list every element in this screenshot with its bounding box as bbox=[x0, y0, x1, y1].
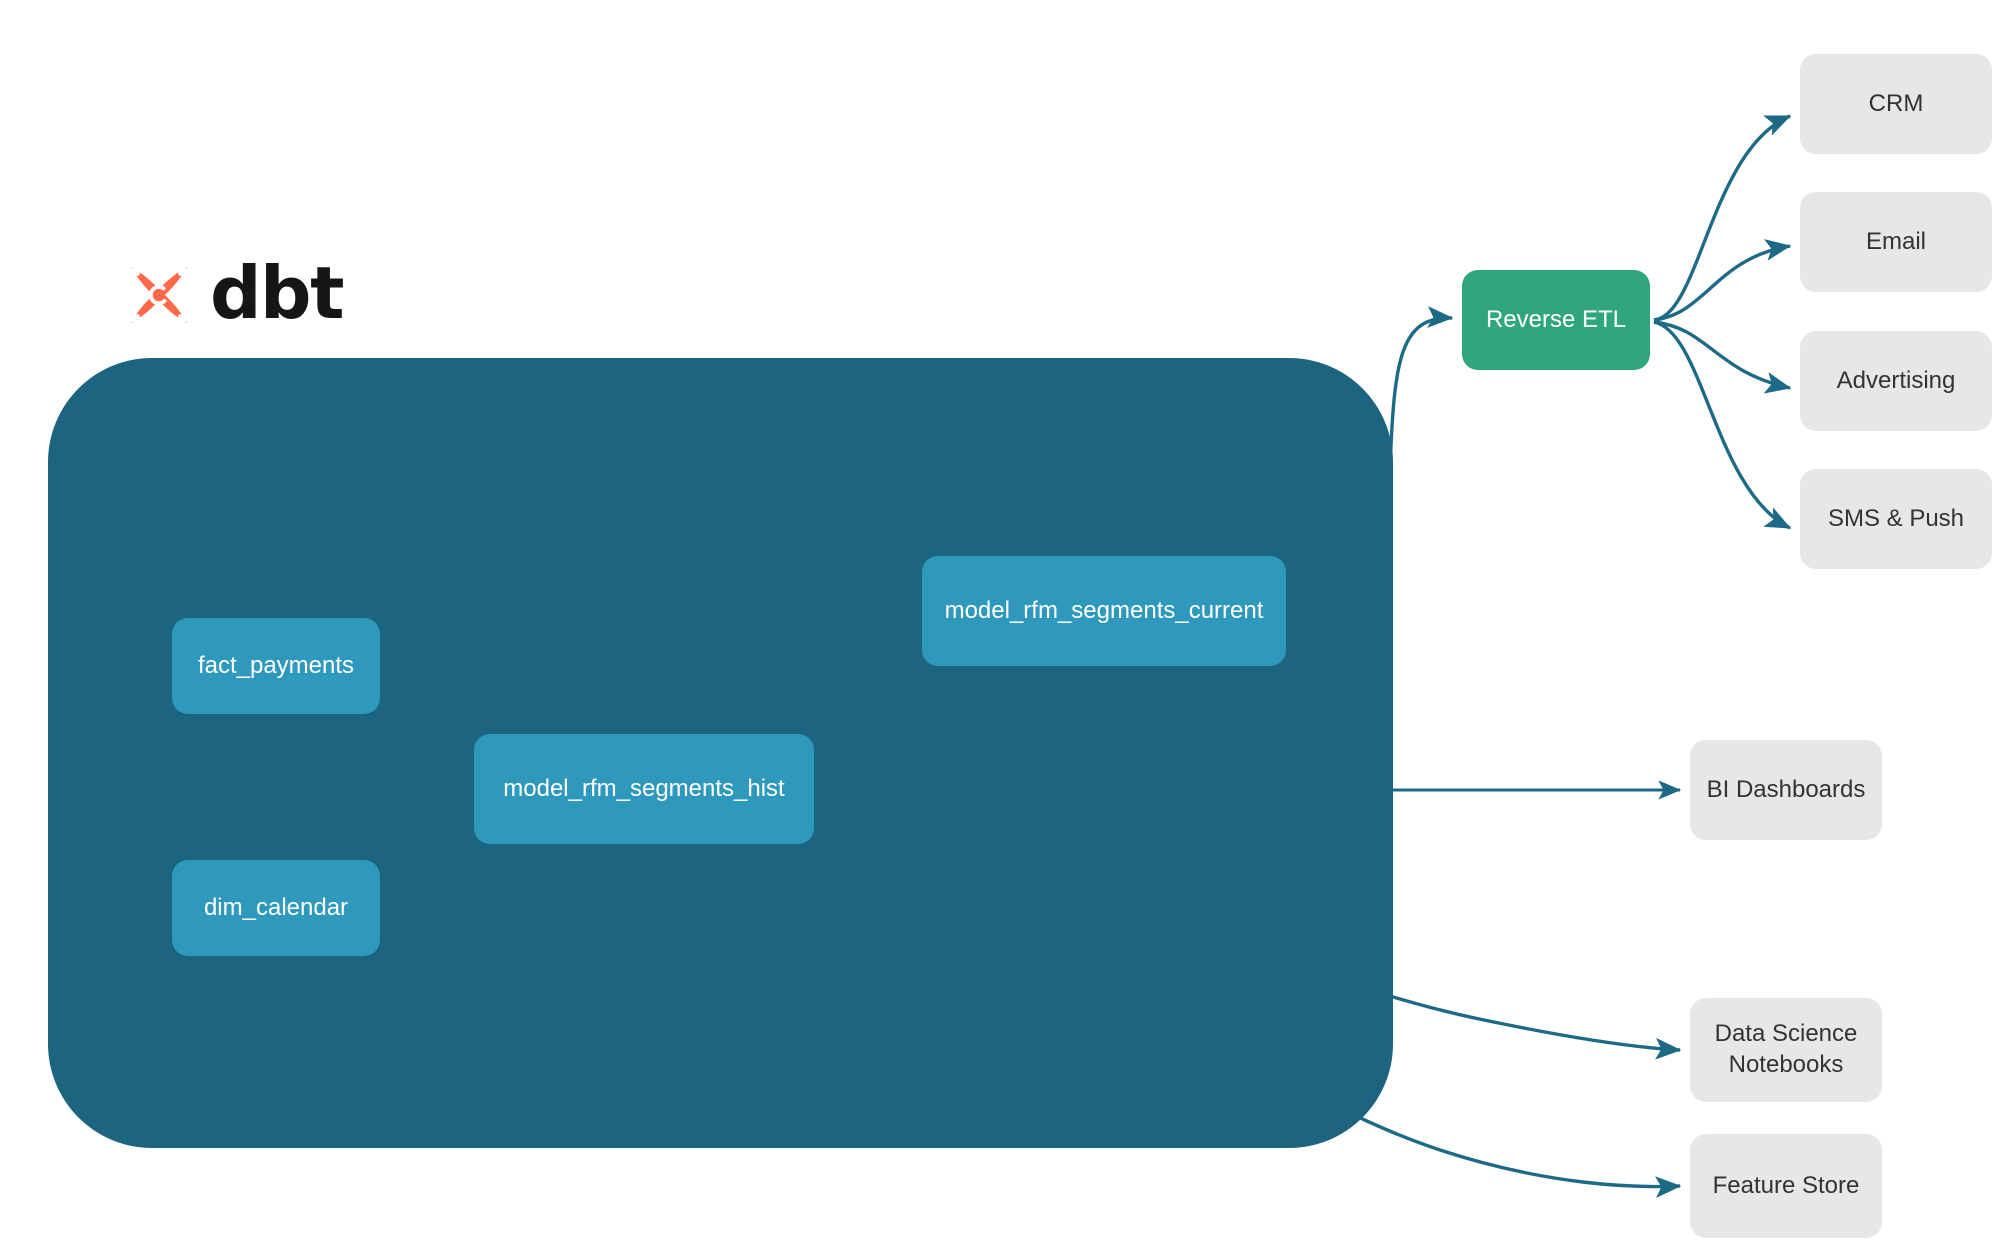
consumer-label: Feature Store bbox=[1712, 1171, 1860, 1199]
model-node-fact-payments[interactable]: fact_payments bbox=[172, 618, 380, 714]
edge-reverse-etl-to-sms_push bbox=[1653, 320, 1792, 530]
dbt-logo: dbt bbox=[122, 251, 345, 335]
consumer-label: Data Science Notebooks bbox=[1715, 1019, 1858, 1080]
destination-label: CRM bbox=[1868, 89, 1924, 117]
consumer-label: BI Dashboards bbox=[1706, 775, 1866, 803]
consumer-label-line1: Data Science bbox=[1714, 1020, 1858, 1048]
model-node-rfm-segments-hist[interactable]: model_rfm_segments_hist bbox=[474, 734, 814, 844]
destination-node-email[interactable]: Email bbox=[1800, 192, 1992, 292]
dbt-wordmark: dbt bbox=[210, 251, 345, 335]
destination-label: Advertising bbox=[1836, 366, 1956, 394]
consumer-node-feature-store[interactable]: Feature Store bbox=[1690, 1134, 1882, 1238]
destination-node-sms-push[interactable]: SMS & Push bbox=[1800, 469, 1992, 569]
consumer-label-line2: Notebooks bbox=[1728, 1051, 1844, 1078]
model-node-label: model_rfm_segments_hist bbox=[503, 775, 785, 802]
destination-label: Email bbox=[1865, 227, 1926, 255]
dbt-logo-icon bbox=[130, 266, 188, 324]
edge-reverse-etl-to-advertising bbox=[1653, 320, 1792, 394]
consumer-node-bi-dashboards[interactable]: BI Dashboards bbox=[1690, 740, 1882, 840]
model-node-label: model_rfm_segments_current bbox=[944, 597, 1264, 624]
edge-reverse-etl-to-email bbox=[1653, 239, 1792, 322]
destination-node-crm[interactable]: CRM bbox=[1800, 54, 1992, 154]
model-node-rfm-segments-current[interactable]: model_rfm_segments_current bbox=[922, 556, 1286, 666]
model-node-label: dim_calendar bbox=[203, 894, 349, 921]
model-node-label: fact_payments bbox=[197, 652, 355, 679]
reverse-etl-node[interactable]: Reverse ETL bbox=[1462, 270, 1650, 370]
model-node-dim-calendar[interactable]: dim_calendar bbox=[172, 860, 380, 956]
consumer-node-data-science-notebooks[interactable]: Data Science Notebooks bbox=[1690, 998, 1882, 1102]
destination-node-advertising[interactable]: Advertising bbox=[1800, 331, 1992, 431]
reverse-etl-label: Reverse ETL bbox=[1485, 306, 1627, 333]
edge-reverse-etl-to-crm bbox=[1653, 114, 1792, 322]
destination-label: SMS & Push bbox=[1827, 504, 1965, 532]
